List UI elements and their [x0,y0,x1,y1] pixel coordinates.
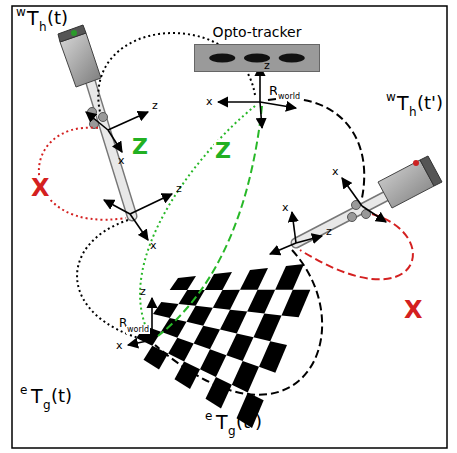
axis-label: x [332,166,339,177]
checker-square [282,290,311,318]
checker-square [220,310,247,334]
frame-subscript: g [228,425,236,437]
checker-square [194,326,220,350]
frame-superscript: e [20,384,27,396]
time-argument: (t) [51,387,72,405]
unknown-x: X [30,176,51,200]
checker-square [179,290,205,306]
transform-symbol: T [31,387,43,406]
checker-square [200,349,226,377]
axis-label: z [326,226,332,237]
transform-curves [39,33,413,395]
checker-square [187,306,213,326]
tracker-lenses [195,45,319,71]
unknown-x: X [403,298,424,322]
tracker-box: Opto-tracker [194,44,320,72]
transform-symbol: T [216,413,228,432]
checker-square [226,333,253,361]
frame-superscript: e [205,410,212,422]
checkerboard [136,264,310,428]
frame-subscript: h [409,106,417,118]
checker-square [232,361,259,393]
axis-label: x [282,202,289,213]
axis-label: z [264,60,270,71]
axis-label: z [140,286,146,297]
axis-label: z [152,100,158,111]
time-argument: (t') [417,94,443,112]
axis-label: x [150,240,157,251]
checker-square [240,268,268,290]
checker-square [205,272,232,290]
unknown-z: Z [131,136,149,158]
transform-symbol: T [27,9,39,28]
checker-square [170,276,196,290]
checker-square [247,290,275,314]
axis-label: z [176,183,182,194]
checker-square [275,264,304,290]
checker-square [161,318,187,338]
checker-square [254,314,282,342]
checker-square [144,346,169,370]
transform-symbol: T [397,94,409,113]
device-name: Opto-tracker [213,25,302,39]
checker-square [259,341,287,373]
time-argument: (t') [236,413,262,431]
coordinate-frames [86,66,386,345]
axis-label: x [206,96,213,107]
frame-subscript: h [39,21,47,33]
checker-square [213,290,240,310]
checker-square [168,338,194,362]
frame-subscript: g [43,399,51,411]
axis-label: x [116,340,123,351]
unknown-z: Z [214,140,232,162]
frame-superscript: w [386,91,396,103]
right-camera [296,156,442,243]
frame-superscript: w [16,6,26,18]
axis-label: x [118,155,125,166]
time-argument: (t) [47,9,68,27]
frame-subscript: world [126,326,150,334]
checker-square [206,377,232,409]
checker-square [153,302,179,318]
left-camera [58,25,132,216]
frame-subscript: world [277,93,301,101]
frame-border [12,6,447,448]
